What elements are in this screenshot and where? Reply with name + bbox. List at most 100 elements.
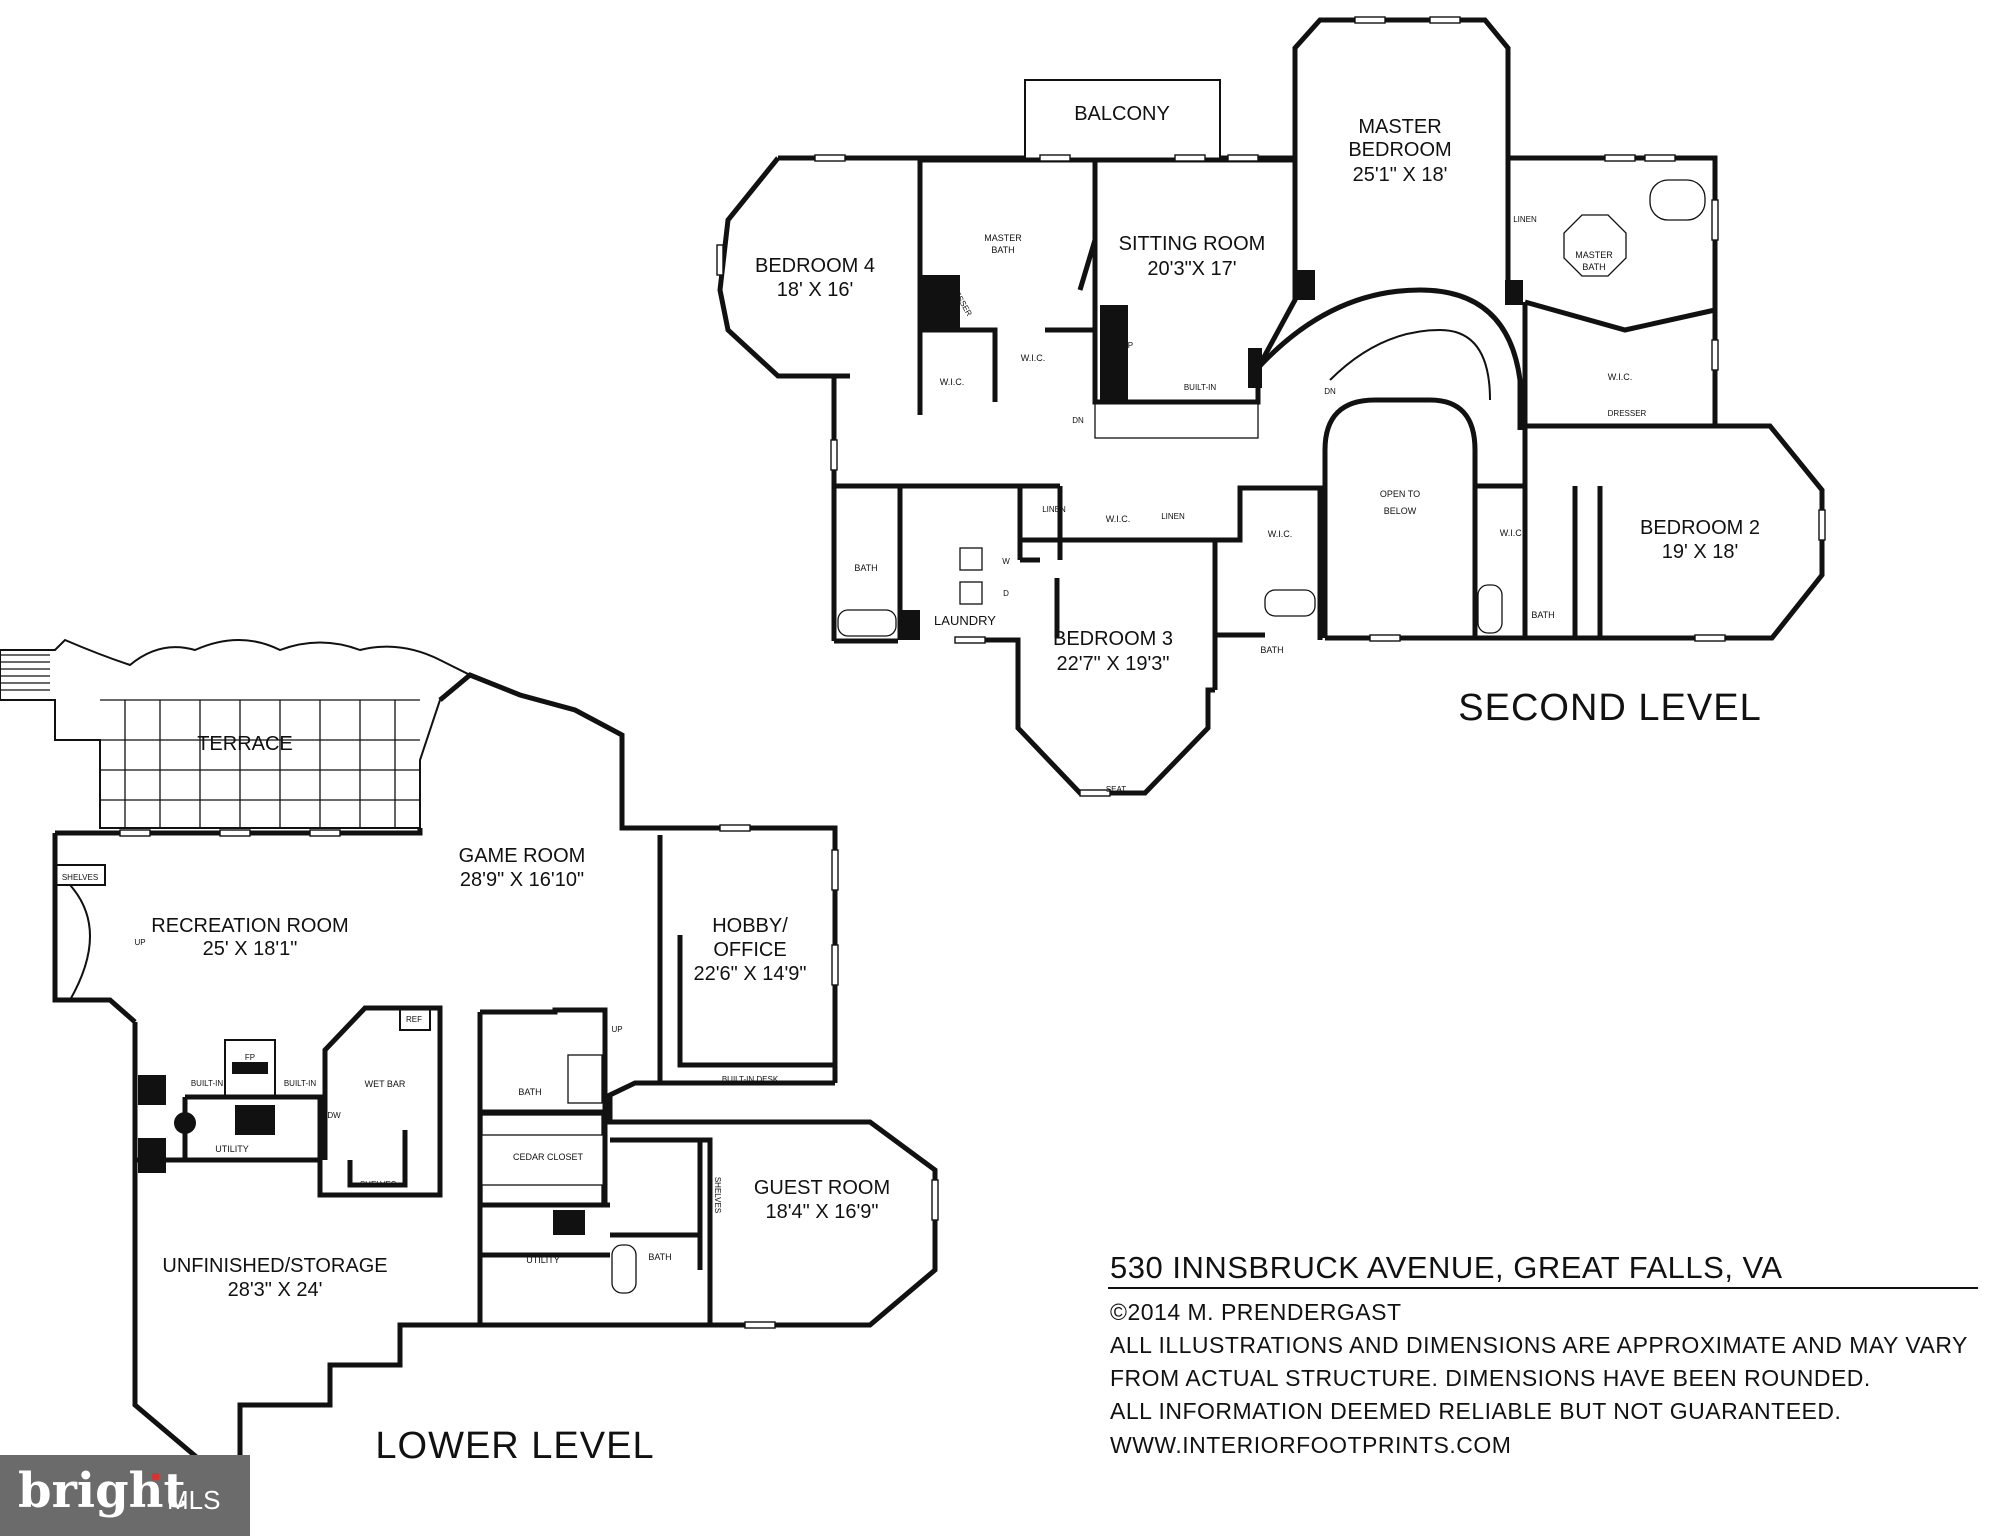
second-level-windows: [716, 16, 1826, 797]
sitting-fp-label: FP: [1123, 341, 1133, 350]
fireplace-box: [224, 1039, 276, 1098]
laundry-label: LAUNDRY: [934, 613, 996, 628]
bath-left-label: BATH: [854, 563, 877, 573]
dresser-right-label: DRESSER: [1608, 409, 1647, 418]
bedroom3-wall: [1017, 485, 1323, 690]
utility-equip-a: [138, 1075, 166, 1105]
fireplace-hearth: [232, 1062, 268, 1074]
cedar-closet-label: CEDAR CLOSET: [513, 1152, 584, 1162]
shelves-a-label: SHELVES: [62, 873, 98, 882]
ref-label: REF: [406, 1015, 422, 1024]
master-bath-right-label-1: MASTER: [1575, 250, 1613, 260]
sitting-room-dims: 20'3"X 17': [1147, 258, 1236, 280]
hobby-office-label-1: HOBBY/: [712, 915, 788, 937]
terrace-steps: [0, 654, 50, 691]
bedroom4-label: BEDROOM 4: [755, 255, 875, 277]
linen-b-label: LINEN: [1161, 512, 1185, 521]
laundry-washer: [959, 547, 983, 571]
hobby-office-wall: [657, 835, 835, 1083]
shower-a: [567, 1054, 603, 1104]
master-bedroom-label-1: MASTER: [1358, 116, 1441, 138]
info-block: 530 INNSBRUCK AVENUE, GREAT FALLS, VA ©2…: [1108, 1250, 1978, 1458]
wic-mid-label: W.I.C.: [1106, 514, 1131, 524]
storage-label: UNFINISHED/STORAGE: [162, 1255, 387, 1277]
master-bedroom-wall: [1292, 17, 1511, 302]
bedroom2-label: BEDROOM 2: [1640, 517, 1760, 539]
game-room-dims: 28'9" X 16'10": [460, 869, 584, 891]
bath-bed3-label: BATH: [1260, 645, 1283, 655]
bath-bed2-label: BATH: [1531, 610, 1554, 620]
built-in-a-label: BUILT-IN: [191, 1079, 224, 1088]
lower-level-plan: TERRACE SHELVES UP RECREATION ROOM 25' X…: [0, 638, 939, 1467]
wall-solid-f: [900, 610, 920, 640]
bedroom2-wall: [1475, 426, 1603, 638]
laundry-dryer: [959, 581, 983, 605]
guest-room-dims: 18'4" X 16'9": [765, 1201, 878, 1223]
shelves-b-label: SHELVES: [360, 1180, 396, 1189]
curved-stair: [1329, 328, 1491, 401]
recreation-room-dims: 25' X 18'1": [203, 938, 298, 960]
terrace-pavers: [100, 699, 420, 828]
wet-bar-label: WET BAR: [365, 1079, 406, 1089]
utility-equip-b: [174, 1112, 196, 1134]
master-bath-right-label-2: BATH: [1582, 262, 1605, 272]
bath-a-label: BATH: [518, 1087, 541, 1097]
guest-bath-tub: [611, 1244, 637, 1294]
balcony-label: BALCONY: [1074, 103, 1170, 125]
cedar-closet-rack-2: [481, 1184, 603, 1206]
master-bedroom-label-2: BEDROOM: [1348, 139, 1451, 161]
dw-label: DW: [327, 1111, 341, 1120]
wet-bar-wall: [317, 1005, 443, 1198]
wall-solid-a: [1100, 305, 1128, 400]
hobby-office-dims: 22'6" X 14'9": [693, 963, 806, 985]
dn-right-label: DN: [1324, 387, 1336, 396]
second-level-title: SECOND LEVEL: [1458, 687, 1761, 729]
master-bath-left-label-1: MASTER: [984, 233, 1022, 243]
center-rooms-wall: [477, 1007, 610, 1325]
bath-b-label: BATH: [648, 1252, 671, 1262]
fp-label: FP: [245, 1053, 255, 1062]
sitting-built-in-label: BUILT-IN: [1184, 383, 1217, 392]
open-to-below-wall: [1322, 397, 1478, 638]
cedar-closet-rack: [481, 1114, 603, 1136]
game-room-label: GAME ROOM: [459, 845, 586, 867]
seat-label: SEAT: [1106, 785, 1126, 794]
open-to-below-label-1: OPEN TO: [1380, 489, 1420, 499]
storage-dims: 28'3" X 24': [228, 1279, 323, 1301]
badge-brand: bright: [18, 1463, 186, 1519]
wic-bed3-label: W.I.C.: [1268, 529, 1293, 539]
disclaimer-2: FROM ACTUAL STRUCTURE. DIMENSIONS HAVE B…: [1110, 1365, 1871, 1391]
linen-a-label: LINEN: [1042, 505, 1066, 514]
second-level-plan: BALCONY MASTER BEDROOM 25'1" X 18' BEDRO…: [716, 16, 1826, 797]
tub-bed3: [1264, 589, 1316, 617]
utility-equip-d: [138, 1138, 166, 1173]
lower-level-outer-wall: [52, 672, 938, 1463]
bright-mls-badge: bright MLS: [0, 1455, 250, 1536]
laundry-wall: [834, 483, 1063, 640]
master-bedroom-dims: 25'1" X 18': [1353, 164, 1448, 186]
wall-solid-c: [1295, 270, 1315, 300]
utility-equip-e: [553, 1210, 585, 1235]
built-in-desk-label: BUILT-IN DESK: [722, 1075, 779, 1084]
bedroom2-dims: 19' X 18': [1662, 541, 1739, 563]
washer-label: W: [1002, 557, 1010, 566]
hobby-office-label-2: OFFICE: [713, 939, 786, 961]
terrace-label: TERRACE: [197, 733, 293, 755]
master-bath-right-wall: [1508, 155, 1716, 426]
bedroom4-dims: 18' X 16': [777, 279, 854, 301]
tub-master-octagon: [1563, 214, 1627, 277]
master-bath-left-label-2: BATH: [991, 245, 1014, 255]
rec-shelves-box: [54, 864, 106, 886]
copyright: ©2014 M. PRENDERGAST: [1110, 1299, 1402, 1325]
disclaimer-1: ALL ILLUSTRATIONS AND DIMENSIONS ARE APP…: [1110, 1332, 1968, 1358]
wall-solid-d: [1248, 348, 1262, 388]
up-stair-label: UP: [611, 1025, 622, 1034]
address: 530 INNSBRUCK AVENUE, GREAT FALLS, VA: [1110, 1250, 1783, 1285]
bedroom4-wall: [717, 156, 923, 640]
open-to-below-label-2: BELOW: [1384, 506, 1417, 516]
guest-room-wall: [610, 1137, 713, 1325]
badge-suffix: MLS: [167, 1485, 221, 1515]
up-left-label: UP: [134, 938, 145, 947]
curved-stair-wall: [1256, 287, 1523, 430]
